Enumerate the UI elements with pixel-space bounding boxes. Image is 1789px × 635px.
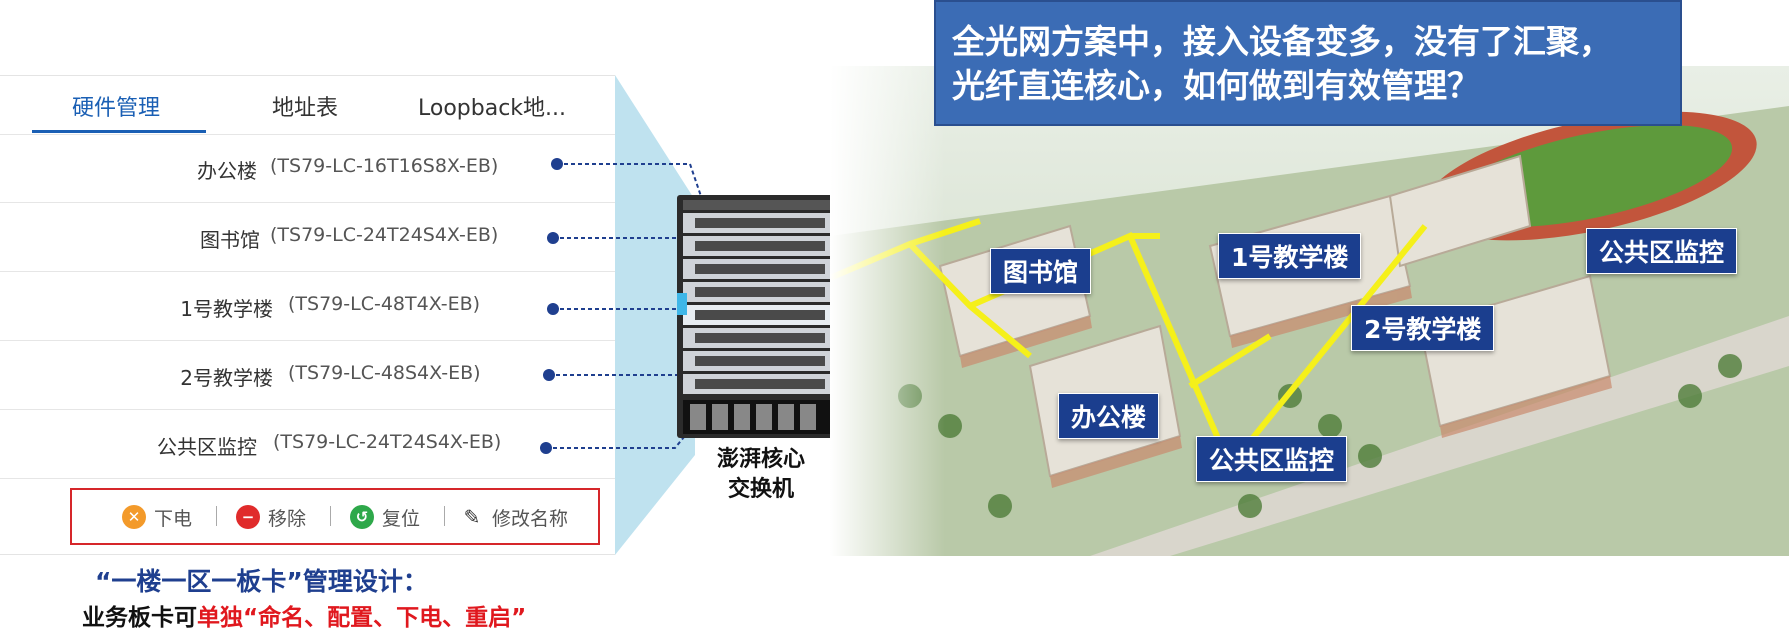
leader-dot xyxy=(551,158,563,170)
board-name: 2号教学楼 xyxy=(180,366,273,390)
board-model: (TS79-LC-24T24S4X-EB) xyxy=(273,431,502,453)
board-model: (TS79-LC-16T16S8X-EB) xyxy=(270,155,499,177)
remove-button[interactable]: − 移除 xyxy=(236,504,306,530)
reset-button[interactable]: ↺ 复位 xyxy=(350,504,420,530)
rename-label: 修改名称 xyxy=(492,507,569,530)
tab-hardware-management[interactable]: 硬件管理 xyxy=(72,96,161,121)
design-caption-detail: 业务板卡可单独“命名、配置、下电、重启” xyxy=(82,598,526,632)
board-name: 1号教学楼 xyxy=(180,297,273,321)
board-row-library[interactable]: 图书馆 (TS79-LC-24T24S4X-EB) xyxy=(0,203,615,272)
remove-label: 移除 xyxy=(268,507,307,530)
caption-prefix: 业务板卡可 xyxy=(82,605,197,631)
board-model: (TS79-LC-24T24S4X-EB) xyxy=(270,224,499,246)
separator xyxy=(330,506,331,526)
leader-dots xyxy=(540,158,563,454)
separator xyxy=(444,506,445,526)
reset-label: 复位 xyxy=(382,507,421,530)
power-off-label: 下电 xyxy=(154,507,193,530)
leader-dot xyxy=(547,232,559,244)
tab-bar: 硬件管理 地址表 Loopback地... xyxy=(0,76,615,135)
headline-line1: 全光网方案中，接入设备变多，没有了汇聚， xyxy=(952,22,1612,61)
caption-highlight: 单独“命名、配置、下电、重启” xyxy=(197,605,527,631)
board-row-office[interactable]: 办公楼 (TS79-LC-16T16S8X-EB) xyxy=(0,134,615,203)
remove-icon: − xyxy=(236,505,260,529)
design-caption-title: “一楼一区一板卡”管理设计： xyxy=(95,567,428,596)
label-public-monitor-bottom: 公共区监控 xyxy=(1196,436,1348,482)
edit-pen-icon: ✎ xyxy=(463,505,481,529)
rename-button[interactable]: ✎ 修改名称 xyxy=(460,504,568,530)
power-off-button[interactable]: ✕ 下电 xyxy=(122,504,192,530)
leader-dot xyxy=(543,369,555,381)
headline-line2: 光纤直连核心，如何做到有效管理？ xyxy=(952,66,1480,105)
board-action-bar: ✕ 下电 − 移除 ↺ 复位 ✎ 修改名称 xyxy=(70,488,600,545)
switch-caption-line2: 交换机 xyxy=(727,477,794,502)
separator xyxy=(216,506,217,526)
active-tab-underline xyxy=(32,130,206,133)
board-name: 办公楼 xyxy=(197,159,257,183)
board-name: 公共区监控 xyxy=(157,435,257,459)
label-teaching-building-2: 2号教学楼 xyxy=(1351,305,1495,351)
switch-caption-line1: 澎湃核心 xyxy=(716,447,805,472)
label-library: 图书馆 xyxy=(990,248,1092,294)
leader-dot xyxy=(547,303,559,315)
projection-cone xyxy=(615,75,695,555)
label-public-monitor-top: 公共区监控 xyxy=(1586,228,1738,274)
label-teaching-building-1: 1号教学楼 xyxy=(1218,233,1362,279)
leader-line-office xyxy=(557,163,706,209)
reset-icon: ↺ xyxy=(350,505,374,529)
core-switch-caption: 澎湃核心 交换机 xyxy=(705,445,817,505)
label-office-building: 办公楼 xyxy=(1058,393,1160,439)
headline-banner: 全光网方案中，接入设备变多，没有了汇聚， 光纤直连核心，如何做到有效管理？ xyxy=(934,0,1682,126)
board-name: 图书馆 xyxy=(200,228,260,252)
power-off-icon: ✕ xyxy=(122,505,146,529)
tab-loopback[interactable]: Loopback地... xyxy=(418,96,567,121)
campus-aerial-view xyxy=(830,66,1789,556)
board-model: (TS79-LC-48T4X-EB) xyxy=(288,293,481,315)
leader-dot xyxy=(540,442,552,454)
hardware-panel: 硬件管理 地址表 Loopback地... 办公楼 (TS79-LC-16T16… xyxy=(0,75,615,555)
board-row-monitor[interactable]: 公共区监控 (TS79-LC-24T24S4X-EB) xyxy=(0,410,615,479)
campus-illustration xyxy=(830,66,1789,556)
core-switch-image xyxy=(677,195,846,438)
tab-address-table[interactable]: 地址表 xyxy=(272,96,339,121)
board-row-teaching2[interactable]: 2号教学楼 (TS79-LC-48S4X-EB) xyxy=(0,341,615,410)
board-model: (TS79-LC-48S4X-EB) xyxy=(288,362,481,384)
board-row-teaching1[interactable]: 1号教学楼 (TS79-LC-48T4X-EB) xyxy=(0,272,615,341)
